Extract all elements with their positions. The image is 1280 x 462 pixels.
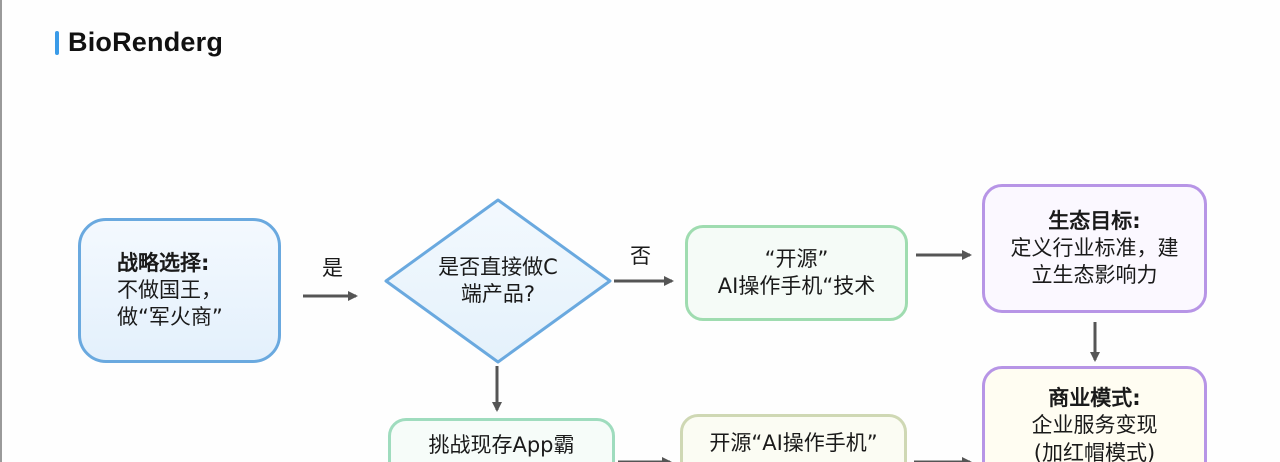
node-title: 战略选择: (117, 250, 210, 275)
node-line: (加红帽模式) (1033, 440, 1156, 462)
node-ecosystem-goal: 生态目标: 定义行业标准，建 立生态影响力 (982, 184, 1207, 313)
brand-name: BioRenderg (68, 27, 224, 57)
node-open-source-ai-phone: 开源“AI操作手机” (680, 414, 907, 462)
decision-node: 是否直接做C 端产品? (384, 198, 612, 364)
left-border (0, 0, 2, 462)
node-line: 企业服务变现 (1031, 413, 1158, 438)
node-business-model: 商业模式: 企业服务变现 (加红帽模式) (982, 366, 1207, 462)
node-line: 做“军火商” (117, 305, 223, 330)
node-title: 商业模式: (1048, 386, 1141, 410)
decision-line: 端产品? (460, 282, 536, 306)
brand-accent-bar (55, 30, 59, 55)
node-title: 生态目标: (1048, 208, 1141, 233)
node-strategy-choice: 战略选择: 不做国王， 做“军火商” (78, 218, 281, 363)
node-line: 开源“AI操作手机” (709, 431, 878, 455)
brand-logo: BioRenderg (55, 27, 223, 58)
node-line: 挑战现存App霸 (428, 433, 575, 457)
node-line: AI操作手机“技术 (717, 274, 876, 298)
node-line: 立生态影响力 (1031, 263, 1158, 288)
decision-diamond-shape (384, 198, 612, 364)
node-open-source-tech: “开源” AI操作手机“技术 (685, 225, 908, 321)
edge-label-no: 否 (630, 244, 651, 268)
node-line: 定义行业标准，建 (1010, 235, 1179, 260)
decision-line: 是否直接做C (438, 254, 558, 279)
node-line: 不做国王， (117, 277, 222, 302)
node-line: “开源” (764, 246, 829, 271)
node-challenge-app-hegemony: 挑战现存App霸 (388, 418, 615, 462)
edge-label-yes: 是 (322, 256, 343, 280)
